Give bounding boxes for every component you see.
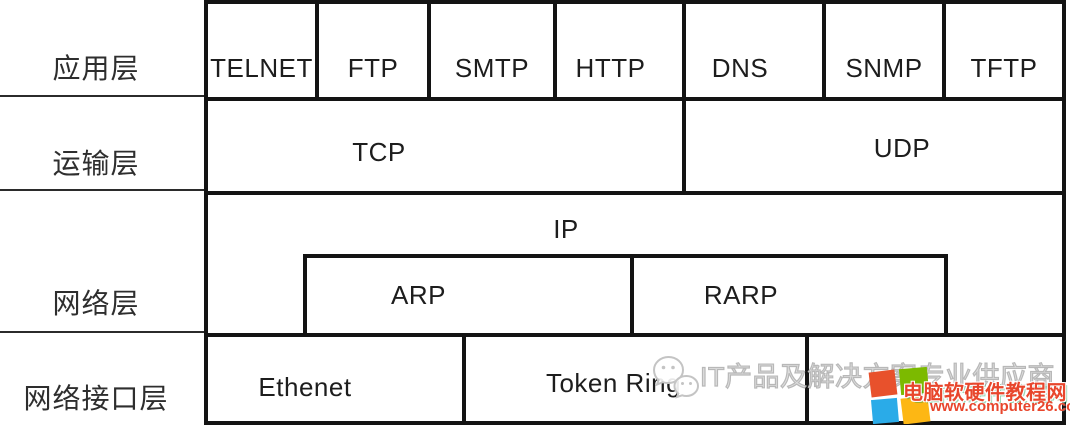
cell-rarp: RARP: [630, 254, 948, 337]
cell-telnet: TELNET: [204, 0, 319, 101]
rarp-label: RARP: [703, 280, 779, 310]
cell-http: HTTP: [553, 0, 686, 101]
layer-label-transport-text: 运输层: [52, 148, 140, 179]
cell-tcp: TCP: [204, 97, 686, 195]
layer-label-link-text: 网络接口层: [23, 382, 169, 414]
layer-label-network-text: 网络层: [52, 288, 140, 319]
ethernet-label: Ethenet: [258, 371, 352, 402]
arp-label: ARP: [391, 280, 446, 310]
layer-label-network: 网络层: [0, 191, 204, 333]
http-label: HTTP: [575, 53, 646, 83]
wechat-icon: [652, 355, 700, 399]
tcp-label: TCP: [352, 136, 406, 167]
snmp-label: SNMP: [845, 53, 923, 83]
cell-dns: DNS: [682, 0, 826, 101]
dns-label: DNS: [711, 53, 769, 83]
cell-snmp: SNMP: [822, 0, 946, 101]
site-url-text: www.computer26.com: [930, 398, 1070, 415]
row-divider-line: [0, 95, 208, 97]
telnet-label: TELNET: [210, 53, 313, 83]
cell-ftp: FTP: [315, 0, 431, 101]
layer-label-link: 网络接口层: [0, 333, 204, 426]
site-name-text: 电脑软硬件教程网: [903, 382, 1067, 404]
cell-ethernet: Ethenet: [204, 333, 466, 425]
layer-label-application: 应用层: [0, 0, 204, 97]
cell-tftp: TFTP: [942, 0, 1066, 101]
row-divider-line: [0, 331, 208, 333]
layer-label-application-text: 应用层: [52, 52, 140, 84]
cell-smtp: SMTP: [427, 0, 557, 101]
layer-label-transport: 运输层: [0, 97, 204, 191]
cell-arp: ARP: [303, 254, 634, 337]
row-divider-line: [0, 189, 208, 191]
ms-squares-logo-icon: [868, 366, 931, 424]
ip-label: IP: [553, 214, 579, 244]
tftp-label: TFTP: [970, 53, 1038, 83]
cell-udp: UDP: [682, 97, 1066, 195]
ftp-label: FTP: [347, 53, 399, 83]
udp-label: UDP: [873, 132, 931, 163]
smtp-label: SMTP: [454, 53, 530, 83]
